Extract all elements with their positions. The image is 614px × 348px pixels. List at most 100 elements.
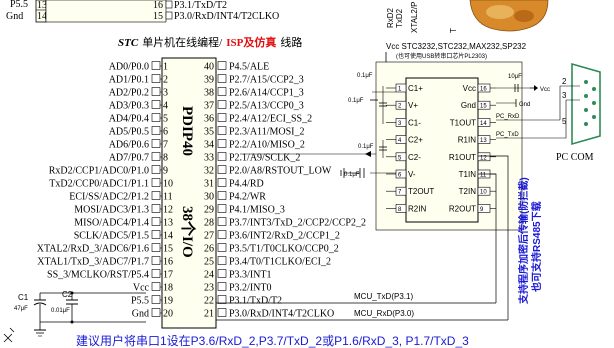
max232-pin-label: T1OUT: [450, 118, 476, 127]
chip-pin-number: 7: [163, 140, 168, 151]
chip-pin-label: SCLK/ADC5/P1.5: [74, 231, 149, 242]
chip-pin-label: P3.6/INT2/RxD_2/CCP1_2: [229, 231, 340, 242]
chip-pin-left: 15 XTAL2/RxD_3/ADC6/P1.6: [37, 243, 173, 255]
chip-pin-number: 39: [204, 75, 214, 86]
chip-pin-label: P5.5: [131, 296, 149, 307]
chip-pin-label: XTAL1/TxD_3/ADC7/P1.7: [37, 257, 149, 268]
chip-pin-number: 21: [204, 309, 214, 320]
max232-caps: 0.1μF 0.1μF 0.1μF 0.1μF 10μF Vcc Gnd PC_…: [340, 73, 560, 178]
chip-pin-label: AD1/P0.1: [109, 75, 149, 86]
c2-value: 0.01μF: [51, 308, 70, 314]
chip-pin-number: 4: [163, 101, 168, 112]
chip-pin-label: XTAL2/RxD_3/ADC6/P1.6: [37, 244, 149, 255]
max232-pin-label: C2+: [408, 136, 423, 145]
max232-pin-number: 13: [480, 138, 487, 144]
db9-pin5: 5: [562, 117, 567, 126]
chip-pin-number: 12: [163, 205, 173, 216]
c2-label: C2: [62, 290, 73, 299]
max232-pin-number: 4: [398, 138, 402, 144]
top-left-pin15: 15: [153, 11, 163, 22]
chip-pin-number: 24: [204, 270, 214, 281]
chip-pin-label: P2.3/A11/MOSI_2: [229, 127, 304, 138]
top-left-pin16: 16: [153, 0, 163, 11]
max232-pin-label: V+: [408, 101, 418, 110]
max-vcc-label: Vcc: [540, 87, 550, 93]
chip-pin-label: P3.2/INT0: [229, 283, 272, 294]
max232-pin-label: R2IN: [408, 204, 426, 213]
heading-text: STC 单片机在线编程/ ISP及仿真 线路: [118, 33, 302, 50]
decorative-photo: [469, 0, 549, 32]
max232-pin-number: 8: [398, 207, 402, 213]
chip-pin-left: 19 P5.5: [131, 295, 173, 307]
chip-pin-label: AD7/P0.7: [109, 153, 149, 164]
top-txd2-label: TxD2: [395, 8, 404, 28]
top-left-pin13: 13: [37, 0, 47, 11]
chip-pin-number: 8: [163, 153, 168, 164]
chip-pin-label: P4.4/RD: [229, 179, 264, 190]
chip-pin-label: AD0/P0.0: [109, 62, 149, 73]
top-left-gnd-label: Gnd: [6, 11, 23, 22]
chip-pin-label: AD3/P0.3: [109, 101, 149, 112]
bottom-note: 建议用户将串口1设在P3.6/RxD_2,P3.7/TxD_2或P1.6/RxD…: [76, 333, 469, 348]
chip-pin-number: 17: [163, 270, 173, 281]
chip-pin-number: 35: [204, 127, 214, 138]
chip-pin-left: 17 SS_3/MCLKO/RST/P5.4: [47, 269, 173, 281]
chip-pin-number: 15: [163, 244, 173, 255]
chip-pin-number: 40: [204, 62, 214, 73]
chip-pin-label: AD4/P0.4: [109, 114, 149, 125]
chip-pin-number: 2: [163, 75, 168, 86]
chip-pin-label: P3.1/TxD/T2: [229, 296, 282, 307]
chip-pin-left: 8 AD7/P0.7: [109, 152, 168, 164]
chip-pin-label: P2.5/A13/CCP0_3: [229, 101, 304, 112]
side-note-line2: 也可支持RS485下载: [530, 201, 543, 292]
chip-pin-right: 32 P2.0/A8/RSTOUT_LOW: [204, 165, 332, 177]
max232-pin-label: C1+: [408, 84, 423, 93]
max232-pin-number: 6: [398, 173, 402, 179]
chip-pin-label: SS_3/MCLKO/RST/P5.4: [47, 270, 149, 281]
chip-pin-label: P4.2/WR: [229, 192, 266, 203]
chip-pin-number: 38: [204, 88, 214, 99]
chip-pin-number: 19: [163, 296, 173, 307]
max232-pin-number: 11: [480, 173, 487, 179]
max232-pin-number: 16: [480, 87, 487, 93]
top-left-p30-label: P3.0/RxD/INT4/T2CLKO: [174, 11, 279, 22]
top-t-label: T: [449, 28, 458, 33]
chip-left-pins: 1AD0/P0.02AD1/P0.13AD2/P0.24AD3/P0.35AD4…: [37, 61, 173, 320]
chip-pin-label: P2.1/A9/SCLK_2: [229, 153, 300, 164]
cap-label-3: 0.1μF: [358, 144, 374, 150]
net-mcu-rxd: MCU_RxD(P3.0): [354, 309, 414, 318]
side-note-line1: 支持程序加密后传输(防拦截): [517, 177, 530, 305]
chip-pin-number: 13: [163, 218, 173, 229]
chip-pin-label: P3.4/T0/T1CLKO/ECI_2: [229, 257, 331, 268]
chip-pin-number: 10: [163, 179, 173, 190]
chip-pin-label: P2.0/A8/RSTOUT_LOW: [229, 166, 332, 177]
chip-pin-number: 32: [204, 166, 214, 177]
max232-pin-number: 5: [398, 155, 402, 161]
chip-pin-label: Gnd: [132, 309, 149, 320]
max232-pin-label: T2OUT: [408, 187, 434, 196]
